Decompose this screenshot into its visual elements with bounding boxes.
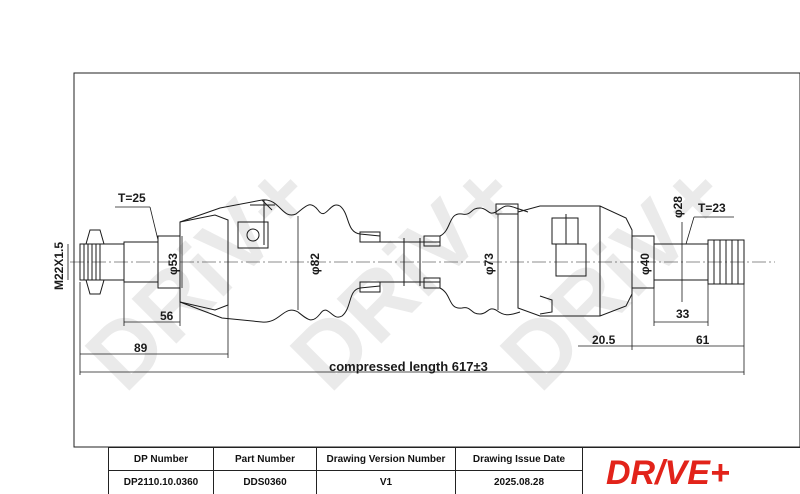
label-len33: 33 (676, 307, 690, 321)
dp-number-label: DP Number (109, 448, 213, 471)
dp-number-value: DP2110.10.0360 (123, 476, 199, 488)
part-number-value: DDS0360 (243, 476, 287, 488)
drive-logo-text: DR/VE+ (606, 454, 730, 489)
title-col-date: Drawing Issue Date 2025.08.28 (456, 448, 583, 494)
label-phi82: φ82 (308, 253, 322, 275)
label-phi40: φ40 (638, 253, 652, 275)
label-torque-right: T=23 (698, 201, 726, 215)
label-len61: 61 (696, 333, 710, 347)
part-number-label: Part Number (214, 448, 316, 471)
shaft-geometry (70, 199, 775, 323)
label-phi73: φ73 (482, 253, 496, 275)
label-len56: 56 (160, 309, 174, 323)
label-torque-left: T=25 (118, 191, 146, 205)
version-value: V1 (379, 476, 393, 488)
title-col-version: Drawing Version Number V1 (317, 448, 456, 494)
watermark-left: DRiV+ (67, 144, 333, 410)
date-label: Drawing Issue Date (456, 448, 582, 471)
label-thread: M22X1.5 (52, 242, 66, 290)
title-block: DP Number DP2110.10.0360 Part Number DDS… (108, 447, 800, 494)
label-len89: 89 (134, 341, 148, 355)
drive-logo-icon: DR/VE+ (606, 454, 730, 489)
label-phi53: φ53 (166, 253, 180, 275)
title-col-dp: DP Number DP2110.10.0360 (109, 448, 214, 494)
date-value: 2025.08.28 (493, 476, 545, 488)
label-len20-5: 20.5 (592, 333, 616, 347)
title-col-part: Part Number DDS0360 (214, 448, 317, 494)
drive-logo: DR/VE+ (583, 448, 800, 494)
version-label: Drawing Version Number (317, 448, 455, 471)
label-compressed-length: compressed length 617±3 (329, 359, 488, 374)
label-phi28: φ28 (671, 196, 685, 218)
dimension-lines (67, 206, 745, 375)
